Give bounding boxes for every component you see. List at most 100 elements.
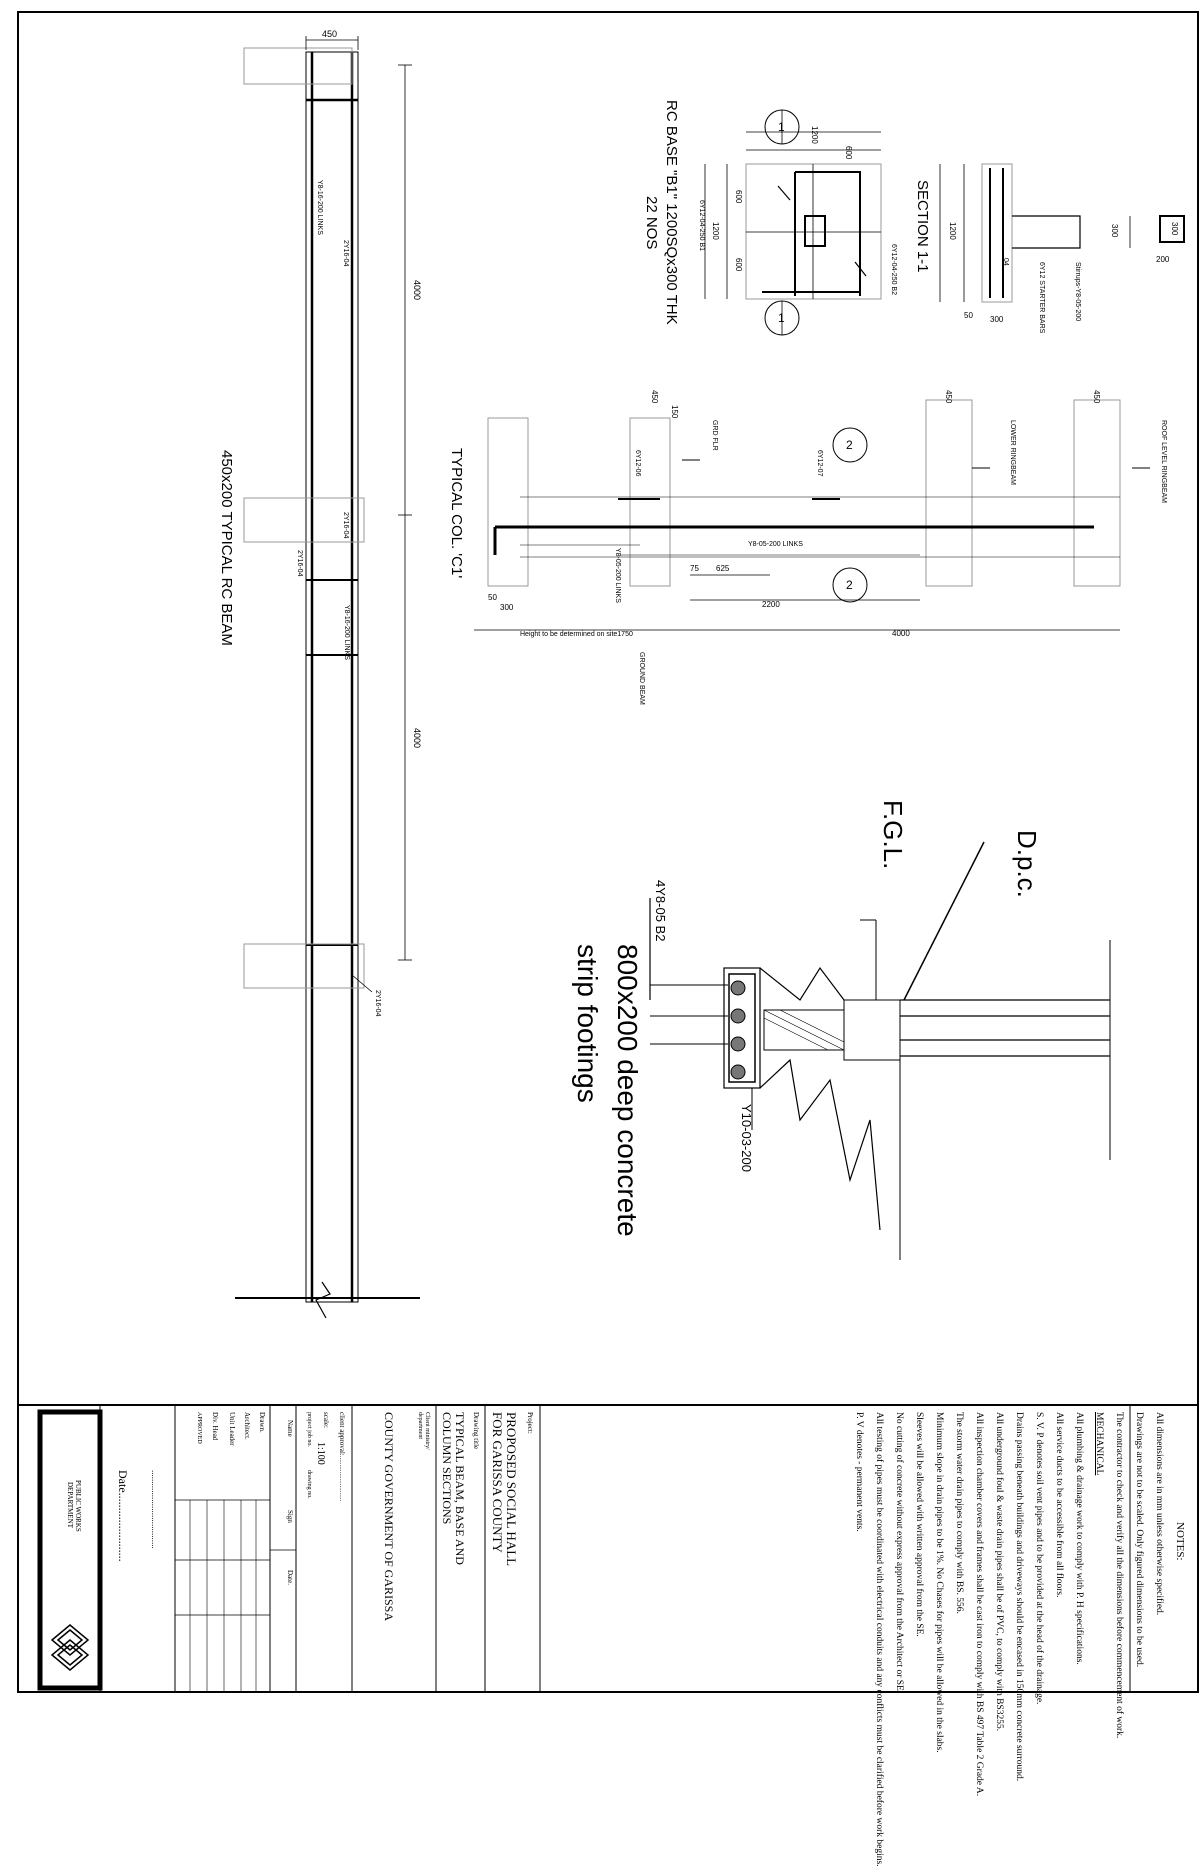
section-dim-300: 300 — [1110, 224, 1119, 238]
typical-column-detail — [474, 399, 1150, 631]
project-job-label: project job no. — [306, 1412, 312, 1447]
base-sec-mark-top: 1 — [778, 120, 785, 134]
column-dim-2200: 2200 — [762, 600, 780, 609]
drawing-canvas: 450 4000 4000 2Y16-04 2Y16-04 2Y16-04 2Y… — [17, 11, 1199, 1693]
column-bar-06: 6Y12-06 — [634, 450, 641, 477]
footing-dpc: D.p.c. — [1012, 830, 1042, 898]
column-height-note: Height to be determined on site1750 — [520, 631, 633, 638]
section-dim-50: 50 — [964, 311, 973, 320]
note-item: S. V. P denotes soil vent pipes and to b… — [1034, 1412, 1044, 1705]
note-item: All dimensions are in mm unless otherwis… — [1154, 1412, 1164, 1616]
note-item: MECHANICAL — [1094, 1412, 1104, 1476]
rc-base-plan — [704, 109, 882, 336]
notes-list: All dimensions are in mm unless otherwis… — [853, 1412, 1164, 1867]
department-line-2: DEPARTMENT — [66, 1482, 74, 1528]
footing-bar-b2: 4Y8-05 B2 — [653, 880, 668, 941]
note-item: Minimum slope in drain pipes to be 1%. N… — [934, 1412, 944, 1753]
scale-value: 1:100 — [315, 1442, 326, 1465]
base-title-2: 22 NOS — [643, 196, 660, 249]
column-dim-150: 150 — [670, 405, 679, 419]
column-lower-ringbeam: LOWER RINGBEAM — [1009, 420, 1016, 485]
beam-bar-mid: 2Y16-04 — [342, 512, 349, 539]
col-name: Name — [286, 1420, 294, 1437]
section-stirrups: Stirrups-Y8-05-200 — [1074, 262, 1081, 321]
strip-footing-detail — [649, 841, 1111, 1260]
drawing-no-label: drawing no. — [306, 1470, 312, 1499]
note-item: The contractor to check and verify all t… — [1114, 1412, 1124, 1739]
column-links-base: Y8-05-200 LINKS — [614, 548, 621, 603]
client-label: Client ministry/ department — [417, 1412, 430, 1450]
note-item: No cutting of concrete without express a… — [894, 1412, 904, 1694]
column-links-main: Y8-05-200 LINKS — [748, 541, 803, 548]
date-line: Date....................... — [116, 1470, 130, 1562]
notes-heading: NOTES: — [1174, 1522, 1186, 1561]
beam-dim-span-2: 4000 — [412, 728, 422, 748]
column-bar-07: 6Y12-07 — [816, 450, 823, 477]
drawing-title-label: Drawing title — [472, 1412, 480, 1450]
base-dim-600a: 600 — [844, 146, 853, 160]
column-title: TYPICAL COL. 'C1' — [448, 448, 465, 578]
footing-title-1: 800x200 deep concrete — [612, 944, 643, 1237]
footing-title-2: strip footings — [572, 944, 603, 1103]
column-ground-beam: GROUND BEAM — [638, 652, 645, 705]
base-dim-600b: 600 — [734, 190, 743, 204]
column-sec-mark-bottom: 2 — [846, 578, 853, 592]
column-dim-50: 50 — [488, 593, 497, 602]
beam-bar-mid-2: 2Y16-04 — [296, 550, 303, 577]
section-bar-label: 04 — [1002, 258, 1009, 266]
row-approved: APPROVED — [196, 1412, 202, 1444]
rc-beam-detail — [235, 36, 420, 1319]
beam-bar-top: 2Y16-04 — [342, 240, 349, 267]
beam-links-2: Y8-16-200 LINKS — [343, 605, 350, 660]
drawing-title: TYPICAL BEAM, BASE AND COLUMN SECTIONS — [440, 1412, 467, 1565]
column-dim-300: 300 — [500, 603, 514, 612]
row-unit-leader: Unit Leader — [228, 1412, 236, 1446]
department-line-1: PUBLIC WORKS — [74, 1480, 82, 1532]
column-roof-ringbeam: ROOF LEVEL RINGBEAM — [1160, 420, 1167, 503]
notes-panel: NOTES: All dimensions are in mm unless o… — [844, 1412, 1186, 1867]
scale-label: scale: — [322, 1412, 330, 1428]
note-item: All testing of pipes must be coordinated… — [874, 1412, 884, 1867]
beam-title: 450x200 TYPICAL RC BEAM — [218, 450, 235, 646]
base-sec-mark-bottom: 1 — [778, 311, 785, 325]
column-sec-mark-top: 2 — [846, 438, 853, 452]
note-item: All inspection chamber covers and frames… — [974, 1412, 984, 1797]
base-title-1: RC BASE "B1" 1200SQx300 THK — [663, 100, 680, 325]
section-col-200: 200 — [1156, 255, 1170, 264]
footing-fgl: F.G.L. — [878, 800, 908, 869]
column-dim-625: 625 — [716, 564, 730, 573]
section-starter: 6Y12 STARTER BARS — [1038, 262, 1045, 334]
base-dim-1200: 1200 — [810, 126, 819, 144]
beam-dim-span-1: 4000 — [412, 280, 422, 300]
column-dim-450a: 450 — [650, 390, 659, 404]
column-dim-4000: 4000 — [892, 629, 910, 638]
column-dim-75: 75 — [690, 564, 699, 573]
base-dim-600c: 600 — [734, 258, 743, 272]
section-col-300b: 300 — [990, 315, 1004, 324]
client-approval: client approval:........................… — [338, 1412, 346, 1502]
row-drawn: Drawn. — [258, 1412, 266, 1433]
beam-bar-low: 2Y16-04 — [374, 990, 381, 1017]
note-item: All service ducts to be accessible from … — [1054, 1412, 1064, 1598]
note-item: All underground foul & waste drain pipes… — [994, 1412, 1004, 1732]
column-dim-450c: 450 — [1092, 390, 1101, 404]
column-dim-450b: 450 — [944, 390, 953, 404]
note-item: Drains passing beneath buildings and dri… — [1014, 1412, 1024, 1782]
col-sign: Sign — [286, 1510, 294, 1523]
base-dim-1200b: 1200 — [711, 222, 720, 240]
note-item: The storm water drain pipes to comply wi… — [954, 1412, 964, 1614]
col-date: Date. — [286, 1570, 294, 1585]
beam-links-1: Y8-16-200 LINKS — [316, 180, 323, 235]
ministry-logo-icon — [50, 1624, 90, 1671]
sheet-border — [17, 11, 1199, 1693]
project-label: Project: — [526, 1412, 534, 1434]
note-item: Sleeves will be allowed with written app… — [914, 1412, 924, 1637]
row-architect: Architect. — [243, 1412, 251, 1440]
client-name: COUNTY GOVERNMENT OF GARISSA — [382, 1412, 396, 1622]
row-div-head: Div. Head — [211, 1412, 219, 1441]
note-item: Drawings are not to be scaled. Only figu… — [1134, 1412, 1144, 1668]
section-1-1 — [939, 163, 1185, 303]
beam-dim-width: 450 — [322, 29, 337, 39]
note-item: P. V denotes - permanent vents. — [854, 1412, 864, 1532]
project-name: PROPOSED SOCIAL HALL FOR GARISSA COUNTY — [490, 1412, 519, 1566]
